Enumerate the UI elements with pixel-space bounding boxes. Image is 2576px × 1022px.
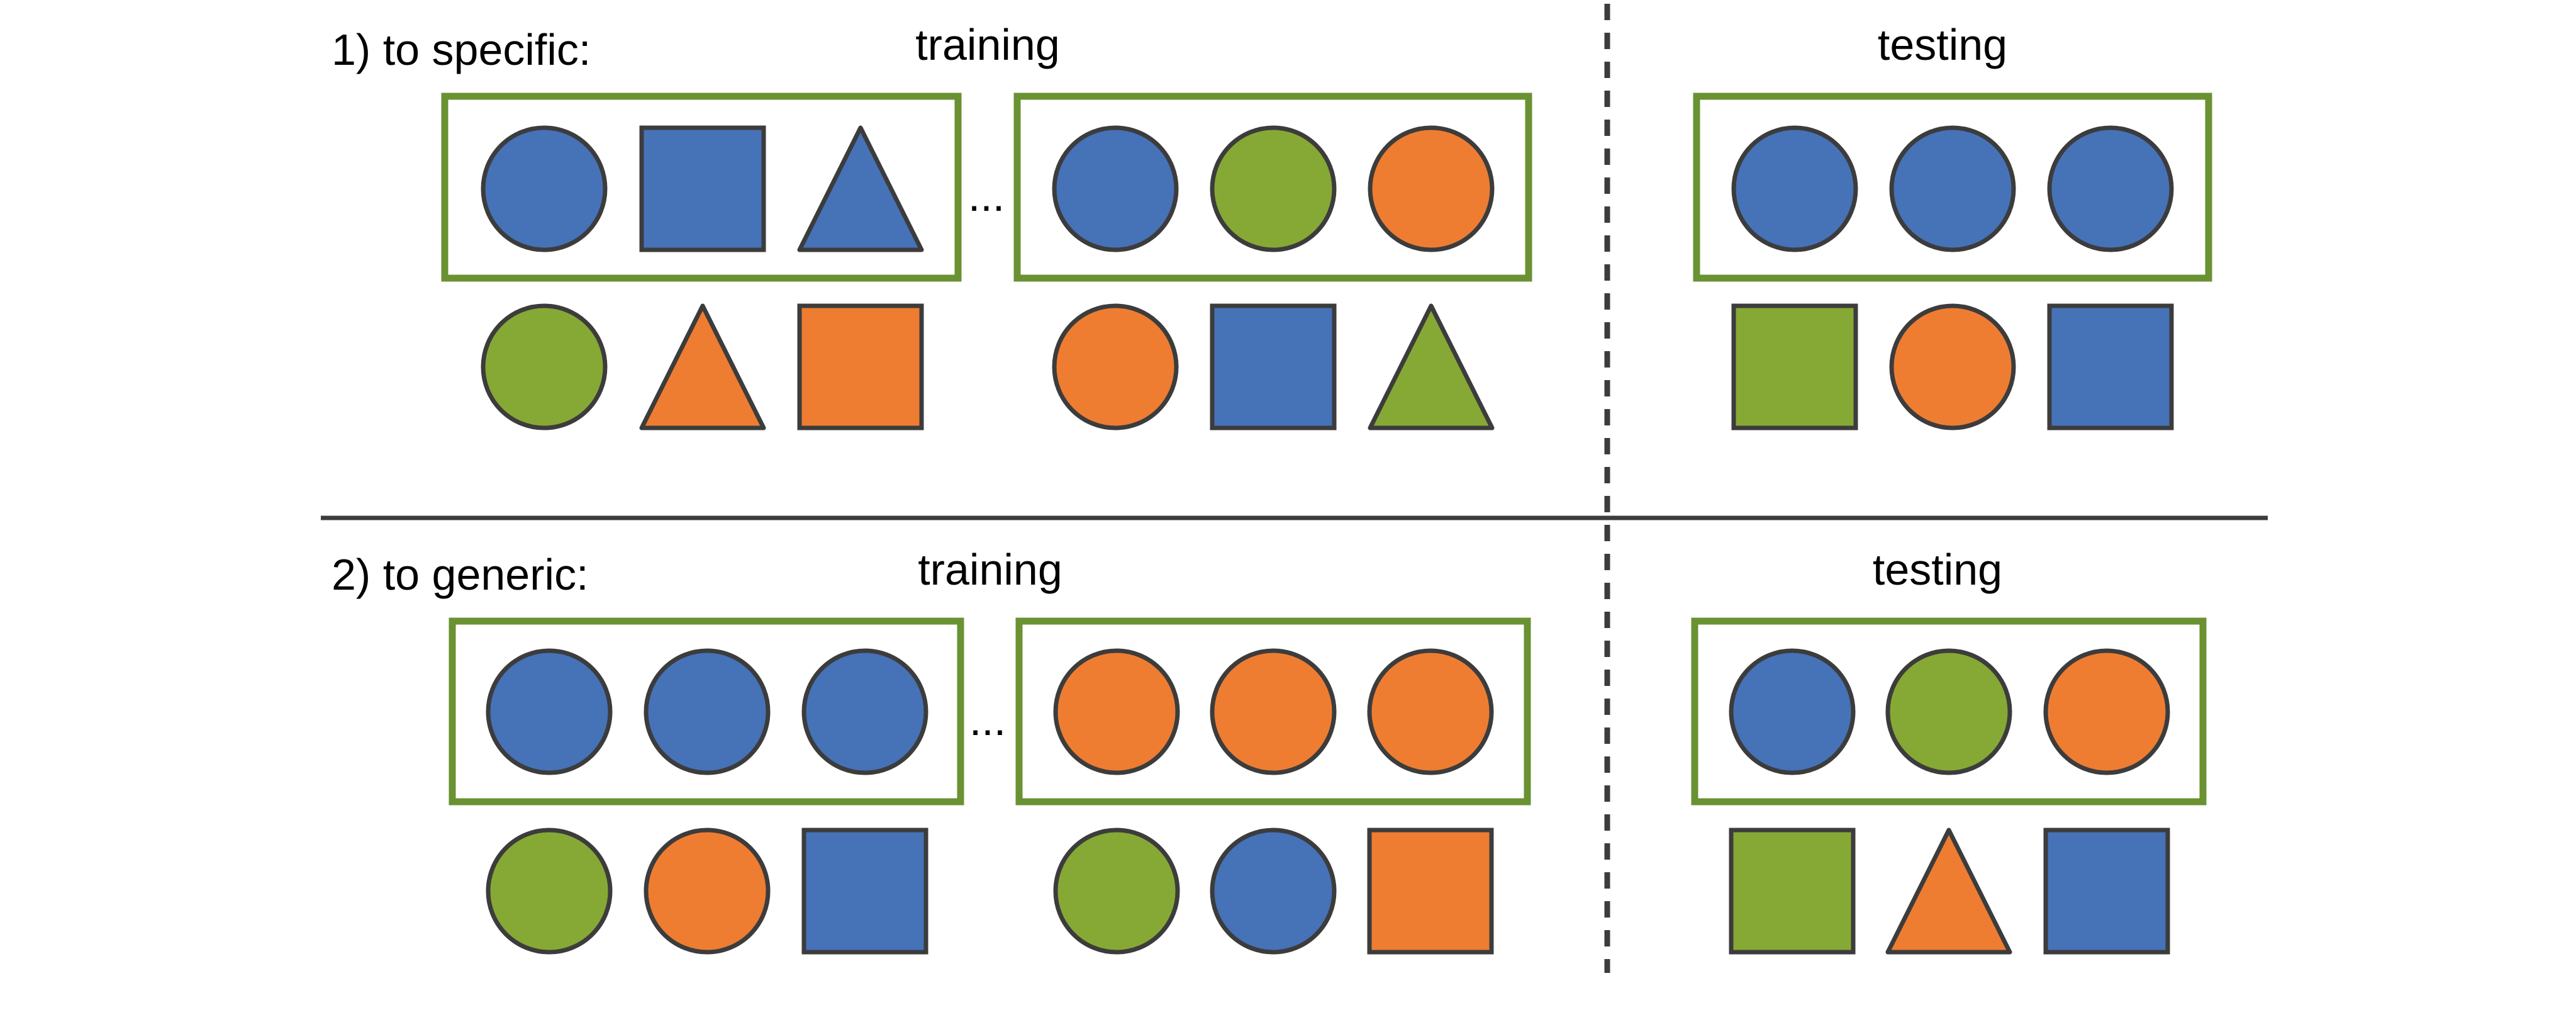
row1-ellipsis: ... — [968, 171, 1005, 220]
row2-training-group-1-boxed-blue-circle — [644, 648, 771, 775]
row2-testing-group-frame — [1691, 617, 2207, 806]
row1-testing-label: testing — [1878, 20, 2007, 69]
row2-training-group-2 — [1015, 617, 1531, 955]
row1-testing-group-extra-blue-square — [2047, 303, 2174, 430]
row1-testing-group-extra-orange-circle — [1889, 303, 2016, 430]
row1-training-group-1-boxed-blue-triangle — [797, 125, 924, 252]
row2-testing-group-boxed-green-circle — [1885, 648, 2012, 775]
row2-training-group-1-extra-blue-square — [801, 828, 928, 955]
row2-training-group-2-extra-orange-square — [1367, 828, 1494, 955]
row1-training-group-2-frame — [1013, 93, 1532, 282]
row1-training-group-2 — [1013, 93, 1532, 430]
row2-testing-group-boxed-blue-circle — [1729, 648, 1856, 775]
row1-testing-group-boxed-blue-circle — [1731, 125, 1858, 252]
row1-testing-group-boxed-blue-circle — [1889, 125, 2016, 252]
row2-label: 2) to generic: — [332, 550, 589, 599]
row1-training-group-2-extra-green-triangle — [1368, 303, 1495, 430]
row1-training-group-1-boxed-blue-circle — [481, 125, 608, 252]
row1-training-group-1 — [441, 93, 962, 430]
row2-testing-group-extra-green-square — [1729, 828, 1856, 955]
row1-training-group-1-frame — [441, 93, 962, 282]
row2-testing-group-extra-orange-triangle — [1885, 828, 2012, 955]
row2-training-group-2-extra-green-circle — [1053, 828, 1180, 955]
row1-training-group-2-extra-orange-circle — [1052, 303, 1179, 430]
row2-training-group-1-boxed-blue-circle — [801, 648, 928, 775]
row2-training-group-2-boxed-orange-circle — [1053, 648, 1180, 775]
row1-training-label: training — [915, 20, 1060, 69]
row1-training-group-1-extra-green-circle — [481, 303, 608, 430]
row2-training-group-1 — [449, 617, 964, 955]
row1-training-group-1-extra-orange-triangle — [639, 303, 766, 430]
row1-training-group-2-extra-blue-square — [1210, 303, 1337, 430]
row2-ellipsis: ... — [969, 695, 1006, 744]
row2-training-group-2-boxed-orange-circle — [1367, 648, 1494, 775]
row1-training-group-2-boxed-blue-circle — [1052, 125, 1179, 252]
row1-testing-group — [1693, 93, 2212, 430]
row1-training-group-1-extra-orange-square — [797, 303, 924, 430]
row2-training-group-1-extra-green-circle — [486, 828, 613, 955]
row2-testing-group-boxed-orange-circle — [2043, 648, 2170, 775]
row2-training-group-1-boxed-blue-circle — [486, 648, 613, 775]
row2-training-group-1-frame — [449, 617, 964, 806]
row2-training-group-2-frame — [1015, 617, 1531, 806]
row2-testing-group-extra-blue-square — [2043, 828, 2170, 955]
row1-testing-group-extra-green-square — [1731, 303, 1858, 430]
row1-training-group-2-boxed-orange-circle — [1368, 125, 1495, 252]
row1-testing-group-frame — [1693, 93, 2212, 282]
row1-training-group-1-boxed-blue-square — [639, 125, 766, 252]
row1-label: 1) to specific: — [332, 25, 591, 74]
row2-training-group-2-boxed-orange-circle — [1210, 648, 1337, 775]
row2-testing-label: testing — [1873, 545, 2002, 594]
row1-training-group-2-boxed-green-circle — [1210, 125, 1337, 252]
row2-training-group-1-extra-orange-circle — [644, 828, 771, 955]
row2-training-group-2-extra-blue-circle — [1210, 828, 1337, 955]
row1-testing-group-boxed-blue-circle — [2047, 125, 2174, 252]
row2-training-label: training — [918, 545, 1062, 594]
row2-testing-group — [1691, 617, 2207, 955]
